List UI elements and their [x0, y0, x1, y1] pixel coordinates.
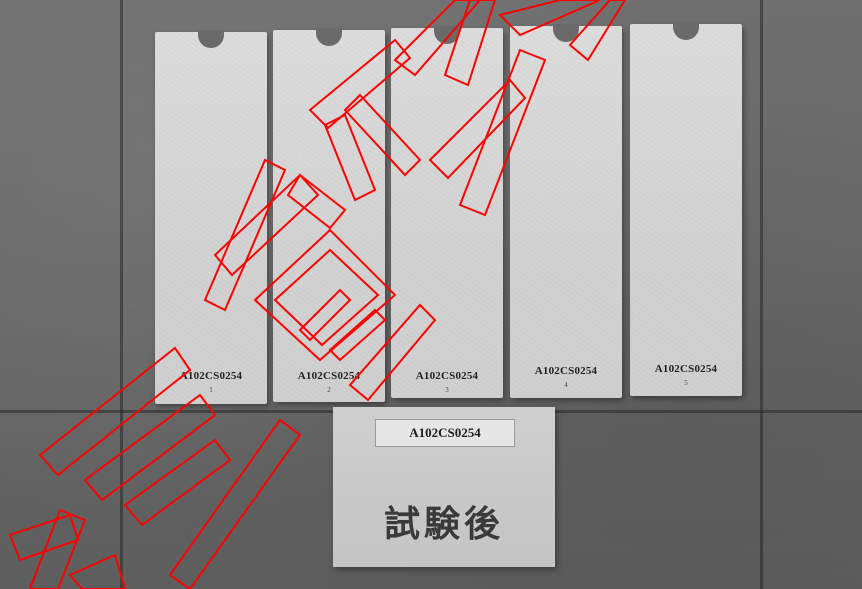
sign-text: 試験後: [383, 503, 504, 545]
panel-label: A102CS0254: [654, 363, 718, 375]
panel-notch: [316, 28, 342, 46]
identification-sign: A102CS0254 試験後: [333, 407, 555, 567]
panel-notch: [553, 24, 579, 42]
panel-number: 1: [209, 386, 213, 394]
specimen-panel: A102CS0254 2: [273, 28, 385, 402]
panel-number: 3: [445, 386, 449, 394]
panel-number: 2: [327, 386, 331, 394]
panel-label: A102CS0254: [297, 370, 361, 382]
panel-label: A102CS0254: [534, 365, 598, 377]
panel-notch: [673, 22, 699, 40]
panel-number: 4: [564, 381, 568, 389]
specimen-panel: A102CS0254 1: [155, 30, 267, 404]
panel-label: A102CS0254: [179, 370, 243, 382]
specimen-panel: A102CS0254 4: [510, 24, 622, 398]
panel-number: 5: [684, 379, 688, 387]
floor-seam: [120, 0, 123, 589]
specimen-panel: A102CS0254 3: [391, 26, 503, 398]
panel-label: A102CS0254: [415, 370, 479, 382]
panel-notch: [198, 30, 224, 48]
sign-label: A102CS0254: [375, 419, 515, 447]
panel-notch: [434, 26, 460, 44]
floor-seam: [760, 0, 763, 589]
specimen-panel: A102CS0254 5: [630, 22, 742, 396]
